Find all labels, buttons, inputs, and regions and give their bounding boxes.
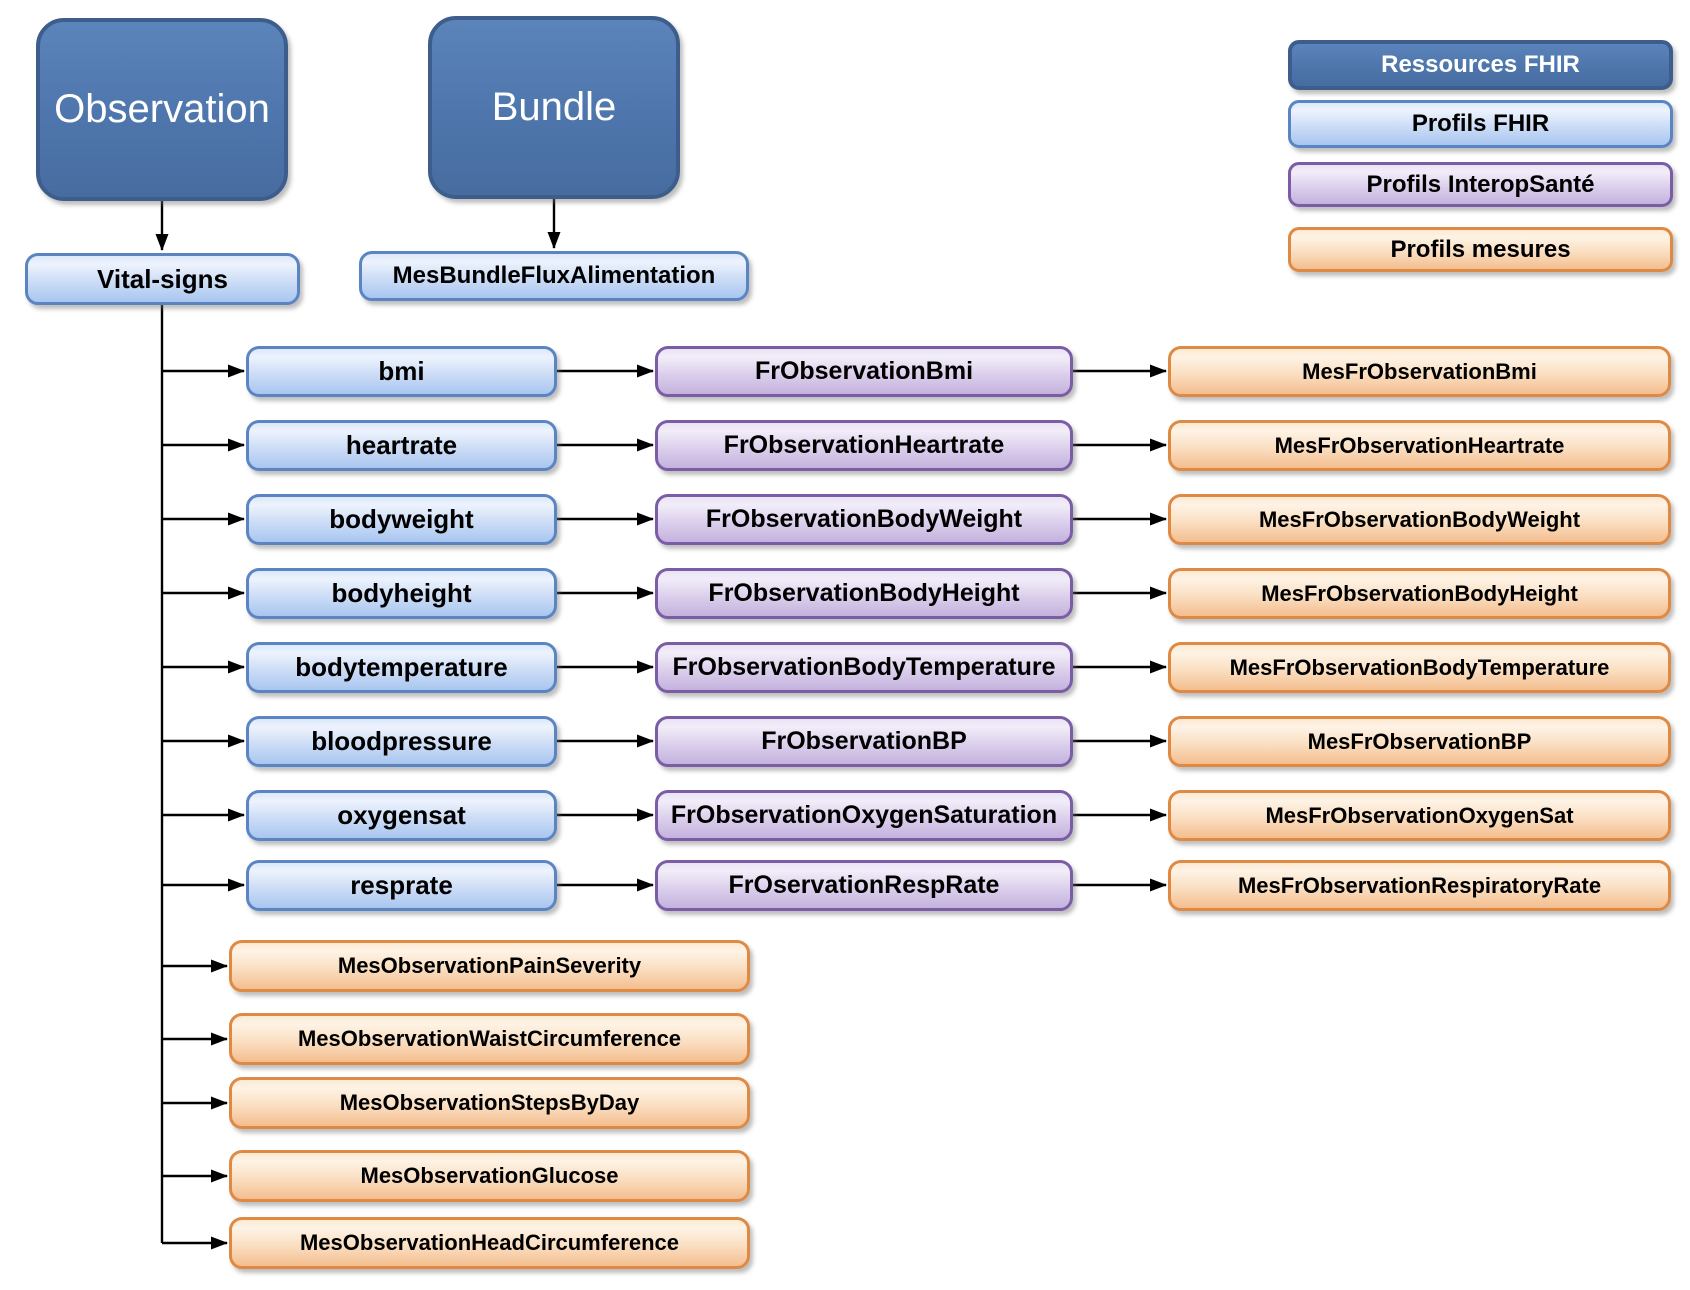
mesure-profile-node: MesObservationWaistCircumference (229, 1013, 750, 1065)
vital-code-node: bmi (246, 346, 557, 397)
mesure-profile-node: MesFrObservationBmi (1168, 346, 1671, 397)
vital-code-node: heartrate (246, 420, 557, 471)
mesure-profile-node: MesFrObservationHeartrate (1168, 420, 1671, 471)
bundle-resource-node: Bundle (428, 16, 680, 199)
interop-profile-node: FrOservationRespRate (655, 860, 1073, 911)
vital-code-node: bodyheight (246, 568, 557, 619)
legend-ressources-fhir: Ressources FHIR (1288, 40, 1673, 90)
interop-profile-node: FrObservationBP (655, 716, 1073, 767)
legend-profils-fhir: Profils FHIR (1288, 100, 1673, 148)
interop-profile-node: FrObservationOxygenSaturation (655, 790, 1073, 841)
mesure-profile-node: MesFrObservationBP (1168, 716, 1671, 767)
legend-profils-interopsante: Profils InteropSanté (1288, 162, 1673, 207)
mesure-profile-node: MesFrObservationBodyHeight (1168, 568, 1671, 619)
mesure-profile-node: MesObservationHeadCircumference (229, 1217, 750, 1269)
vital-code-node: oxygensat (246, 790, 557, 841)
vital-code-node: bodyweight (246, 494, 557, 545)
interop-profile-node: FrObservationBmi (655, 346, 1073, 397)
mesure-profile-node: MesFrObservationRespiratoryRate (1168, 860, 1671, 911)
mesure-profile-node: MesObservationPainSeverity (229, 940, 750, 992)
mesure-profile-node: MesFrObservationOxygenSat (1168, 790, 1671, 841)
mesure-profile-node: MesFrObservationBodyWeight (1168, 494, 1671, 545)
mesure-profile-node: MesObservationStepsByDay (229, 1077, 750, 1129)
vital-signs-node: Vital-signs (25, 253, 300, 305)
interop-profile-node: FrObservationBodyTemperature (655, 642, 1073, 693)
mesure-profile-node: MesFrObservationBodyTemperature (1168, 642, 1671, 693)
vital-code-node: resprate (246, 860, 557, 911)
interop-profile-node: FrObservationBodyWeight (655, 494, 1073, 545)
interop-profile-node: FrObservationHeartrate (655, 420, 1073, 471)
vital-code-node: bodytemperature (246, 642, 557, 693)
observation-resource-node: Observation (36, 18, 288, 201)
legend-profils-mesures: Profils mesures (1288, 227, 1673, 272)
mesure-profile-node: MesObservationGlucose (229, 1150, 750, 1202)
mesbundlefluxalimentation-node: MesBundleFluxAlimentation (359, 251, 749, 301)
interop-profile-node: FrObservationBodyHeight (655, 568, 1073, 619)
vital-code-node: bloodpressure (246, 716, 557, 767)
